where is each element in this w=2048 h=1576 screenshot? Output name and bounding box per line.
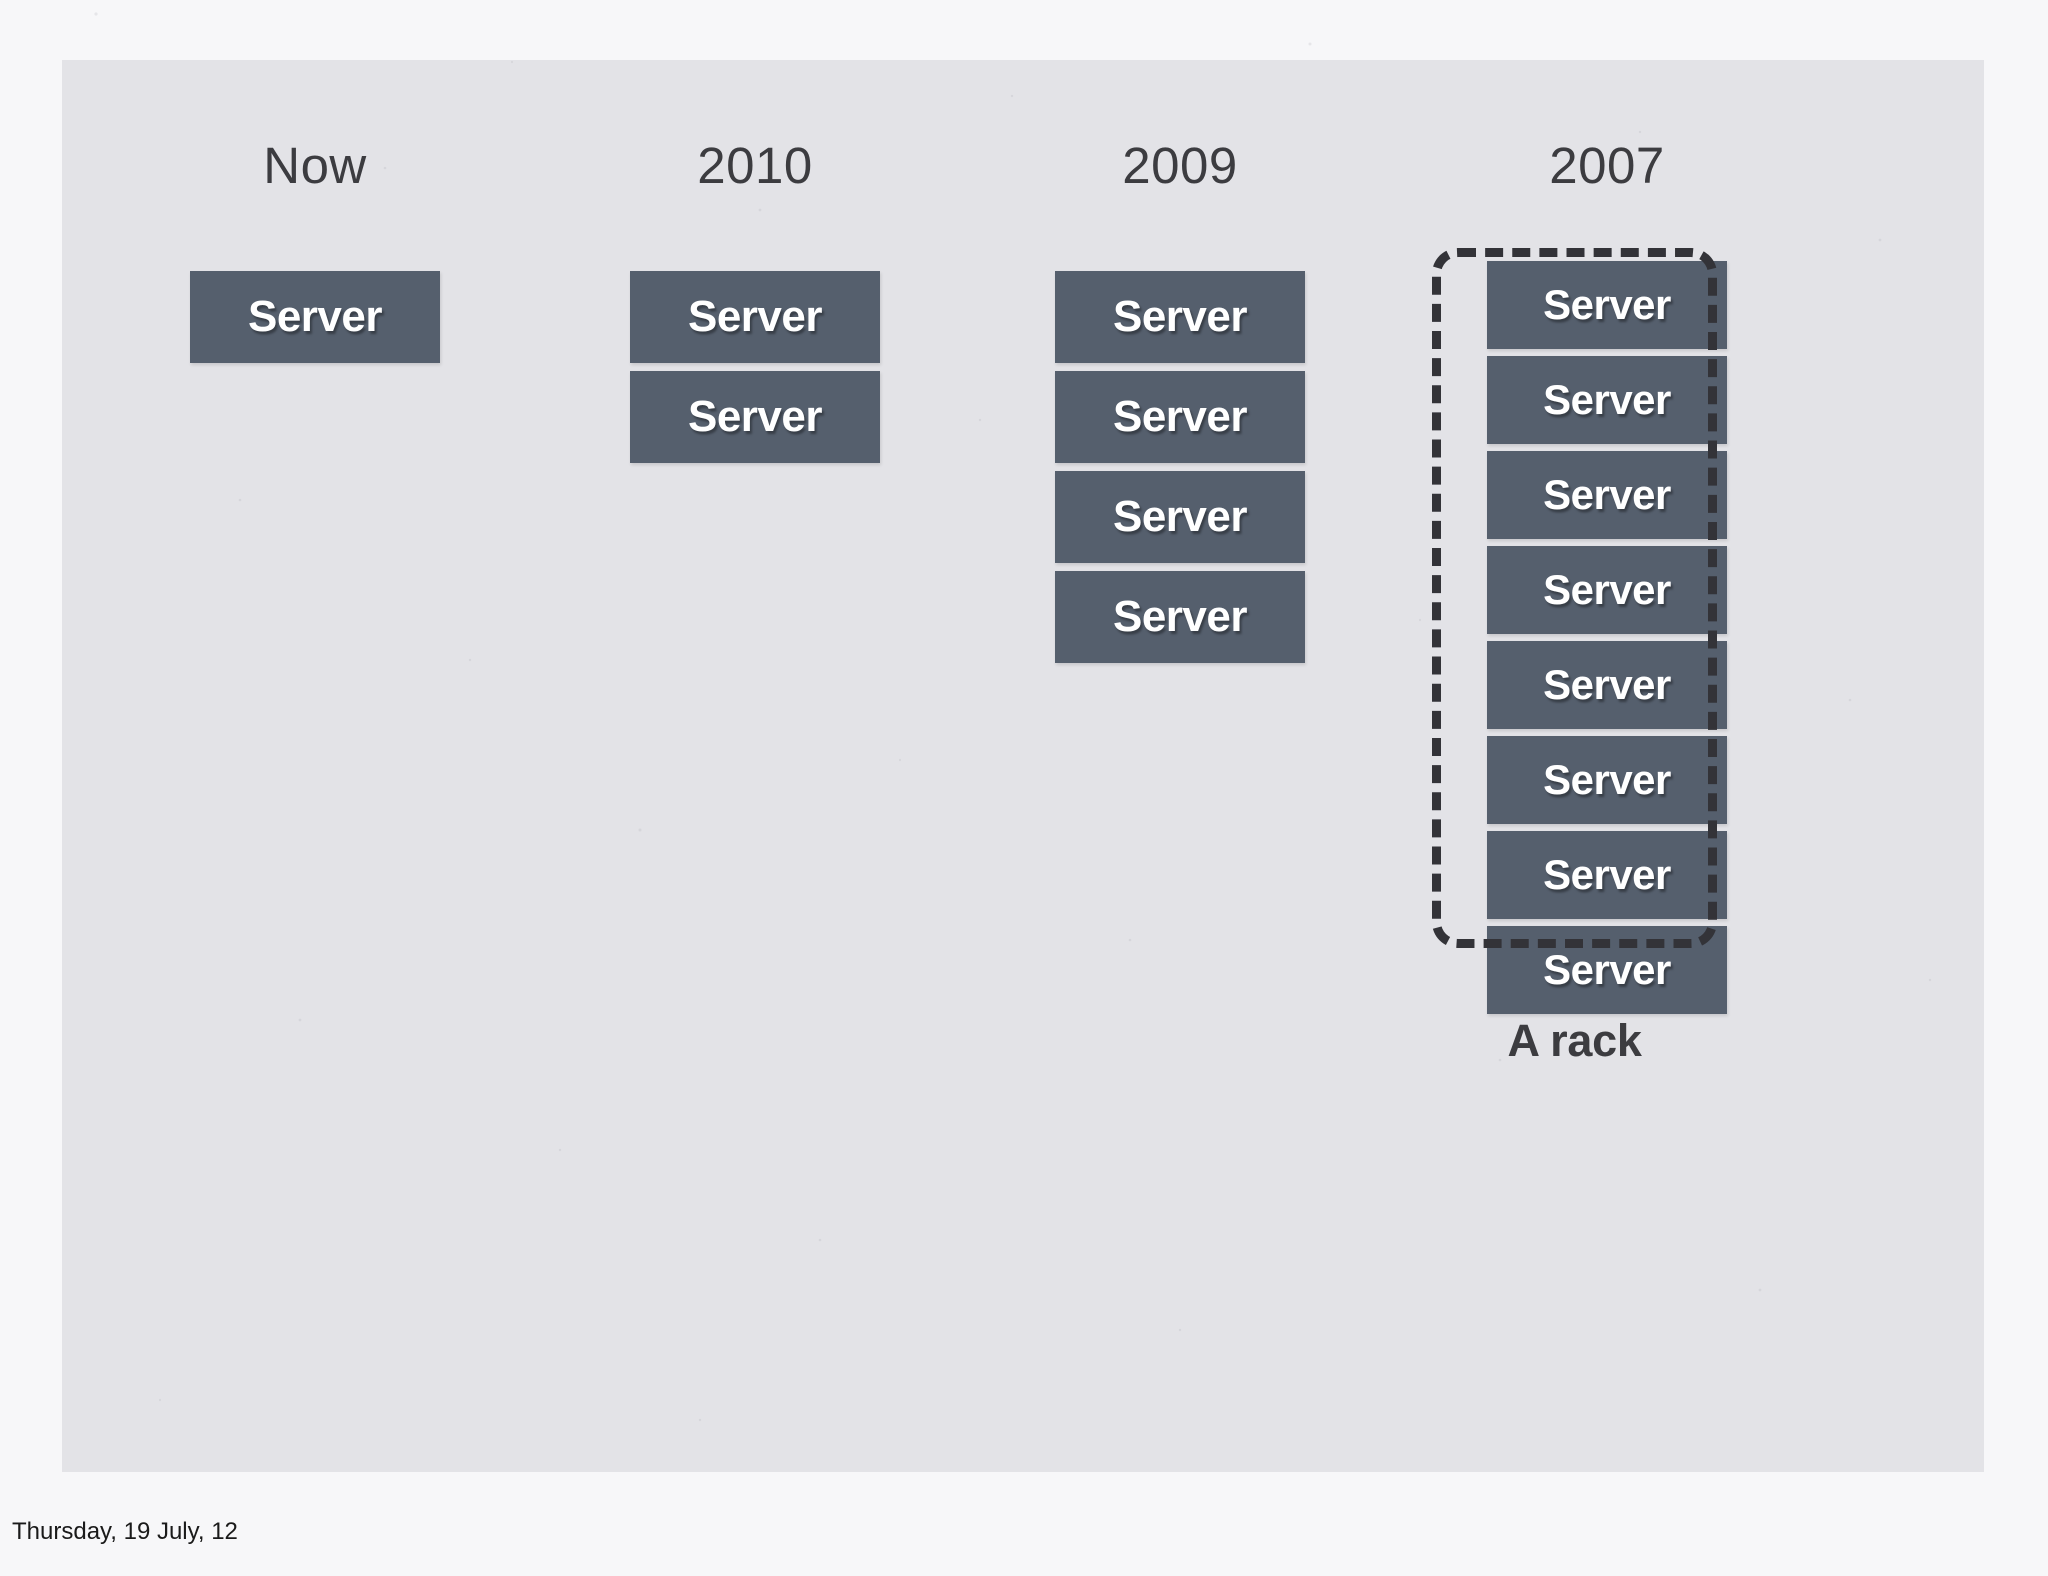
server-stack-now: Server xyxy=(165,271,465,363)
server-stack-2009: Server Server Server Server xyxy=(1030,271,1330,663)
column-header-2007: 2007 xyxy=(1549,137,1665,194)
column-header-now: Now xyxy=(263,137,367,194)
server-label: Server xyxy=(1543,376,1671,423)
server-box: Server xyxy=(1055,271,1305,363)
server-label: Server xyxy=(1543,661,1671,708)
server-label: Server xyxy=(1112,592,1248,641)
timeline-column-now: Now Server xyxy=(165,140,465,363)
server-label: Server xyxy=(687,292,823,341)
server-box: Server xyxy=(1487,546,1727,634)
server-box: Server xyxy=(190,271,440,363)
server-box: Server xyxy=(1055,371,1305,463)
server-box: Server xyxy=(630,271,880,363)
timeline-column-2009: 2009 Server Server Server Server xyxy=(1030,140,1330,663)
timeline-column-2007: 2007 Server Server Server Server xyxy=(1457,140,1757,1014)
server-box: Server xyxy=(1487,831,1727,919)
server-box: Server xyxy=(1487,926,1727,1014)
server-label: Server xyxy=(1543,851,1671,898)
server-box: Server xyxy=(1055,471,1305,563)
server-label: Server xyxy=(1543,756,1671,803)
server-label: Server xyxy=(1112,292,1248,341)
server-box: Server xyxy=(1487,261,1727,349)
server-label: Server xyxy=(1543,471,1671,518)
server-label: Server xyxy=(1543,566,1671,613)
slide-canvas: Now Server 2010 Server Server xyxy=(62,60,1984,1472)
column-header-2010: 2010 xyxy=(697,137,813,194)
server-label: Server xyxy=(1543,946,1671,993)
server-stack-2007: Server Server Server Server Server xyxy=(1457,261,1757,1014)
rack-caption-label: A rack xyxy=(1507,1015,1642,1066)
server-box: Server xyxy=(1487,736,1727,824)
server-label: Server xyxy=(247,292,383,341)
timeline-columns: Now Server 2010 Server Server xyxy=(62,60,1984,1472)
server-box: Server xyxy=(1487,356,1727,444)
server-box: Server xyxy=(1487,641,1727,729)
server-label: Server xyxy=(1543,281,1671,328)
server-box: Server xyxy=(630,371,880,463)
timeline-column-2010: 2010 Server Server xyxy=(605,140,905,463)
footer-date-label: Thursday, 19 July, 12 xyxy=(12,1518,238,1545)
server-box: Server xyxy=(1055,571,1305,663)
server-stack-2010: Server Server xyxy=(605,271,905,463)
server-label: Server xyxy=(1112,392,1248,441)
server-label: Server xyxy=(687,392,823,441)
column-header-2009: 2009 xyxy=(1122,137,1238,194)
server-label: Server xyxy=(1112,492,1248,541)
server-box: Server xyxy=(1487,451,1727,539)
